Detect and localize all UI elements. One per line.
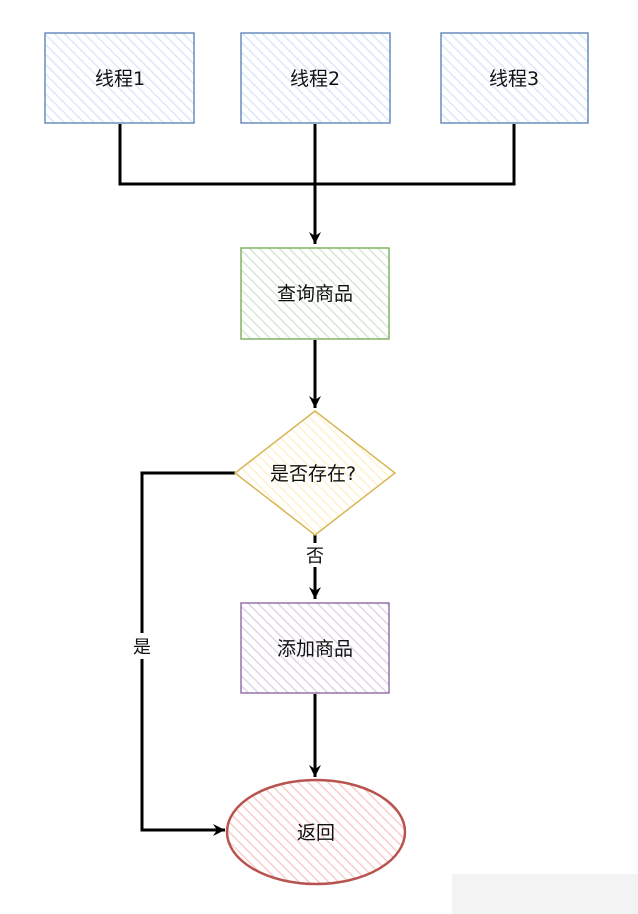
edge-thread3-to-merge	[315, 124, 516, 186]
corner-panel	[452, 874, 638, 914]
edge-exists-to-return	[140, 471, 235, 836]
node-query: 查询商品	[240, 247, 390, 340]
edge-no-label-bg	[303, 543, 327, 567]
node-return: 返回	[225, 778, 407, 886]
node-query-label: 查询商品	[277, 283, 353, 305]
node-thread3: 线程3	[440, 32, 589, 124]
node-thread1: 线程1	[44, 32, 195, 124]
edge-yes-label: 是	[133, 637, 151, 658]
node-thread1-label: 线程1	[95, 68, 145, 90]
node-thread3-label: 线程3	[489, 68, 539, 90]
node-thread2-label: 线程2	[290, 68, 340, 90]
node-add: 添加商品	[240, 602, 390, 694]
edge-yes-label-bg	[130, 633, 154, 659]
node-exists-label: 是否存在?	[270, 463, 356, 485]
node-exists: 是否存在?	[233, 410, 397, 536]
node-thread2: 线程2	[240, 32, 391, 124]
edge-no-label: 否	[306, 546, 324, 567]
node-return-label: 返回	[297, 822, 335, 844]
edge-thread1-to-merge	[118, 124, 315, 186]
node-add-label: 添加商品	[277, 638, 353, 660]
